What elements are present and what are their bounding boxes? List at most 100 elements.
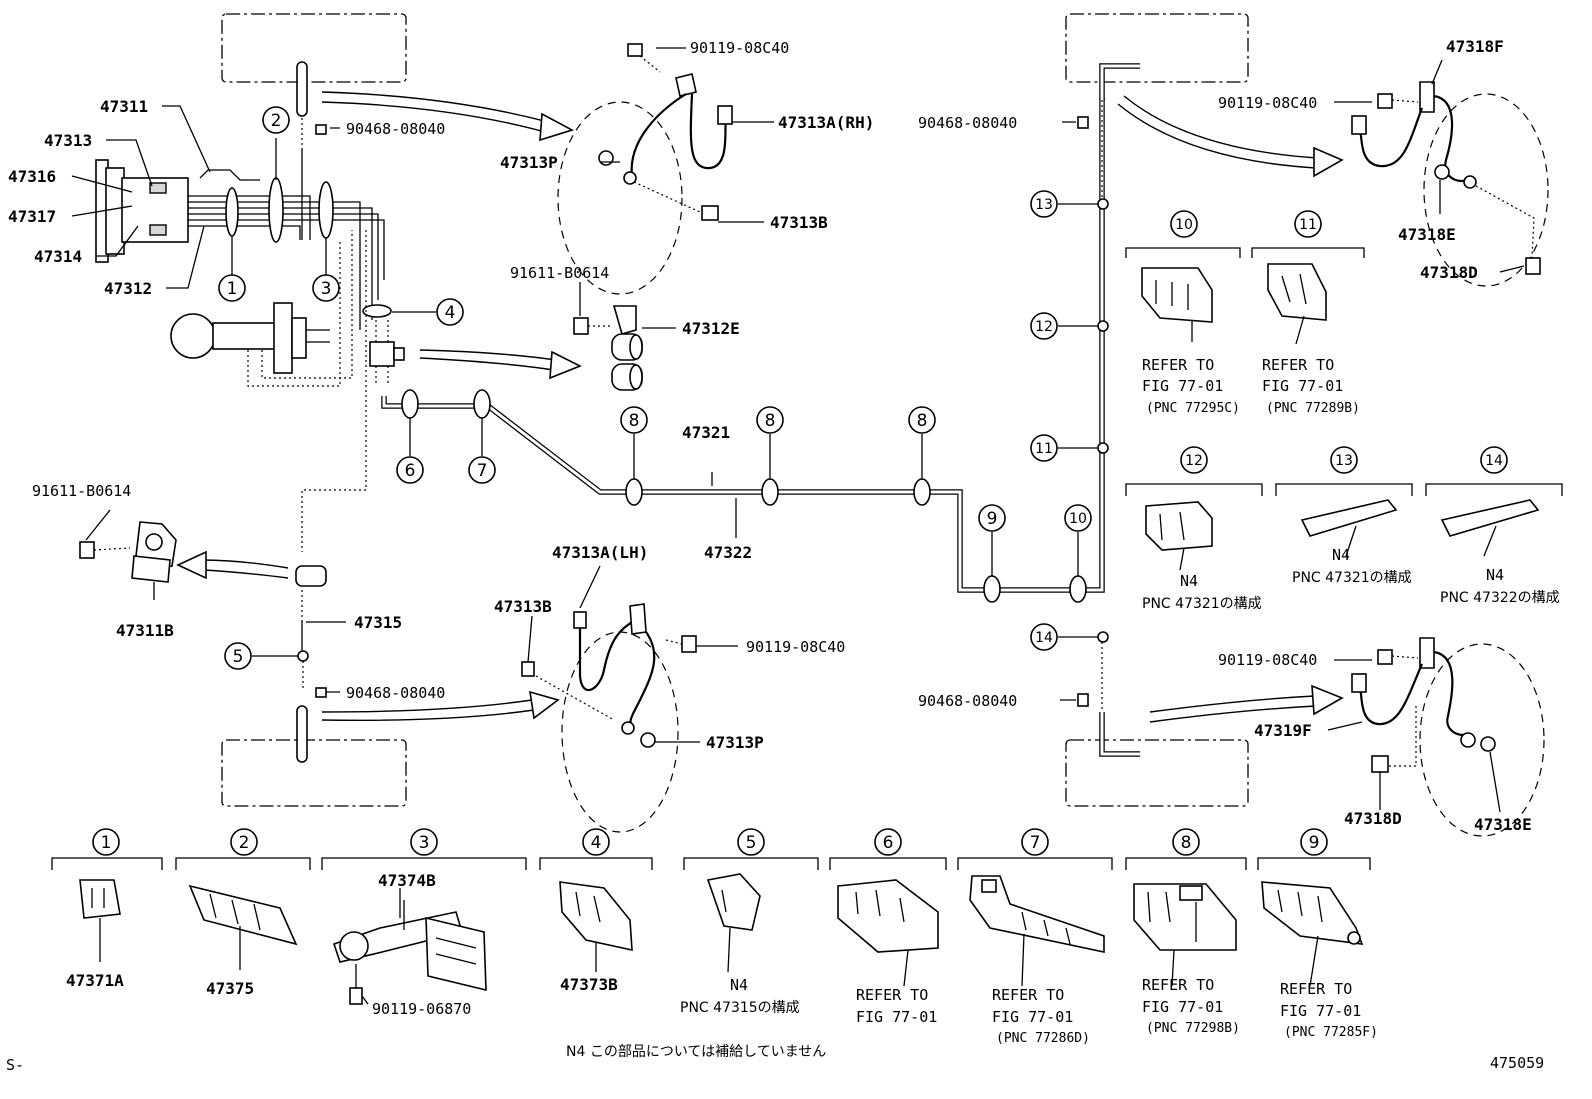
label-90119-08C40-top: 90119-08C40 — [690, 39, 789, 57]
callout-6: 6 — [405, 461, 416, 481]
callout-12: 12 — [1035, 319, 1053, 335]
callout-14: 14 — [1485, 453, 1503, 469]
label-47322: 47322 — [704, 543, 752, 562]
note-pnc-77286D: (PNC 77286D) — [996, 1031, 1090, 1046]
callout-13: 13 — [1035, 197, 1053, 213]
bracket-47311B — [79, 521, 177, 583]
corner-mark: S- — [6, 1056, 24, 1074]
note-fig-7: FIG 77-01 — [992, 1008, 1073, 1026]
label-47318D-top: 47318D — [1420, 263, 1478, 282]
note-refer-7: REFER TO — [992, 986, 1064, 1004]
callout-7: 7 — [477, 461, 488, 481]
note-fig-10: FIG 77-01 — [1142, 377, 1223, 395]
note-refer-8: REFER TO — [1142, 976, 1214, 994]
label-47321: 47321 — [682, 423, 730, 442]
label-90468-08040-front-top: 90468-08040 — [346, 120, 445, 138]
phantom-frames — [221, 13, 1249, 807]
bracket-47312E — [573, 305, 643, 391]
label-47314: 47314 — [34, 247, 82, 266]
callout-3: 3 — [321, 279, 332, 299]
note-n4-13: N4 — [1332, 546, 1350, 564]
label-90468-08040-front-bottom: 90468-08040 — [346, 684, 445, 702]
label-90119-06870: 90119-06870 — [372, 1000, 471, 1018]
label-47312: 47312 — [104, 279, 152, 298]
clip-legend-right — [1125, 247, 1563, 571]
label-47374B: 47374B — [378, 871, 436, 890]
callout-10: 10 — [1069, 511, 1087, 527]
label-47313: 47313 — [44, 131, 92, 150]
callout-9: 9 — [987, 509, 998, 529]
callout-1: 1 — [227, 279, 238, 299]
note-n4-5: N4 — [730, 976, 748, 994]
front-rh-hose — [557, 43, 733, 295]
label-47313P-top: 47313P — [500, 153, 558, 172]
callout-2: 2 — [239, 833, 250, 853]
label-47318E-top: 47318E — [1398, 225, 1456, 244]
flow-arrows — [176, 91, 1344, 723]
label-90119-08C40-mid: 90119-08C40 — [746, 638, 845, 656]
part-labels: 47311 47313 47316 4 7 3 1 7 47314 47312 9011… — [8, 37, 1532, 1018]
label-47313A-LH: 47313A(LH) — [552, 543, 648, 562]
label-47311: 47311 — [100, 97, 148, 116]
callout-8: 8 — [917, 411, 928, 431]
label-47316: 47316 — [8, 167, 56, 186]
label-47371A: 47371A — [66, 971, 124, 990]
note-pnc-77298B: (PNC 77298B) — [1146, 1021, 1240, 1036]
callout-3: 3 — [419, 833, 430, 853]
front-brake-lines — [295, 61, 1140, 763]
label-47315: 47315 — [354, 613, 402, 632]
callout-14: 14 — [1035, 630, 1053, 646]
callout-12: 12 — [1185, 453, 1203, 469]
note-fig-6: FIG 77-01 — [856, 1008, 937, 1026]
callout-8: 8 — [1181, 833, 1192, 853]
callout-5: 5 — [746, 833, 757, 853]
label-90468-08040-rear-bottom: 90468-08040 — [918, 692, 1017, 710]
leader-lines — [71, 47, 1525, 1005]
label-47313A-RH: 47313A(RH) — [778, 113, 874, 132]
label-47313B-bottom: 47313B — [494, 597, 552, 616]
note-fig-8: FIG 77-01 — [1142, 998, 1223, 1016]
label-90119-08C40-rear-bottom: 90119-08C40 — [1218, 651, 1317, 669]
note-n4-14: N4 — [1486, 566, 1504, 584]
note-pnc-77295C: (PNC 77295C) — [1146, 401, 1240, 416]
label-47375: 47375 — [206, 979, 254, 998]
label-47319F: 47319F — [1254, 721, 1312, 740]
callout-6: 6 — [883, 833, 894, 853]
callout-numbers: 1 2 3 4 5 6 7 8 8 8 9 10 13 12 11 14 10 … — [101, 111, 1503, 853]
label-47313P-bottom: 47313P — [706, 733, 764, 752]
callout-9: 9 — [1309, 833, 1320, 853]
callout-circles — [92, 106, 1508, 856]
callout-8: 8 — [765, 411, 776, 431]
note-pnc-47321: PNC 47321の構成 — [1142, 596, 1262, 612]
callout-10: 10 — [1175, 217, 1193, 233]
note-refer-9: REFER TO — [1280, 980, 1352, 998]
reference-notes: REFER TO FIG 77-01 (PNC 77295C) REFER TO… — [6, 356, 1560, 1074]
note-refer-10: REFER TO — [1142, 356, 1214, 374]
note-pnc-47322: PNC 47322の構成 — [1440, 590, 1560, 606]
note-fig-11: FIG 77-01 — [1262, 377, 1343, 395]
callout-4: 4 — [591, 833, 602, 853]
label-47318E-bottom: 47318E — [1474, 815, 1532, 834]
master-cylinder-assembly — [95, 159, 385, 387]
label-47318F: 47318F — [1446, 37, 1504, 56]
diagram-code: 475059 — [1490, 1054, 1544, 1072]
front-lh-hose — [521, 603, 697, 833]
callout-1: 1 — [101, 833, 112, 853]
footnote: N4 この部品については補給していません — [566, 1044, 826, 1060]
label-47373B: 47373B — [560, 975, 618, 994]
note-pnc-77285F: (PNC 77285F) — [1284, 1025, 1378, 1040]
clip-legend-bottom — [51, 857, 1371, 1005]
callout-7: 7 — [1030, 833, 1041, 853]
callout-5: 5 — [233, 647, 244, 667]
label-90468-08040-rear-top: 90468-08040 — [918, 114, 1017, 132]
label-90119-08C40-rear-top: 90119-08C40 — [1218, 94, 1317, 112]
label-91611-B0614-left: 91611-B0614 — [32, 482, 131, 500]
callout-11: 11 — [1035, 441, 1053, 457]
note-fig-9: FIG 77-01 — [1280, 1002, 1361, 1020]
label-91611-B0614-top: 91611-B0614 — [510, 264, 609, 282]
callout-2: 2 — [271, 111, 282, 131]
rear-lh-hose — [1351, 637, 1545, 837]
rear-rh-hose — [1351, 81, 1549, 287]
note-n4-12: N4 — [1180, 572, 1198, 590]
label-47313B-top: 47313B — [770, 213, 828, 232]
